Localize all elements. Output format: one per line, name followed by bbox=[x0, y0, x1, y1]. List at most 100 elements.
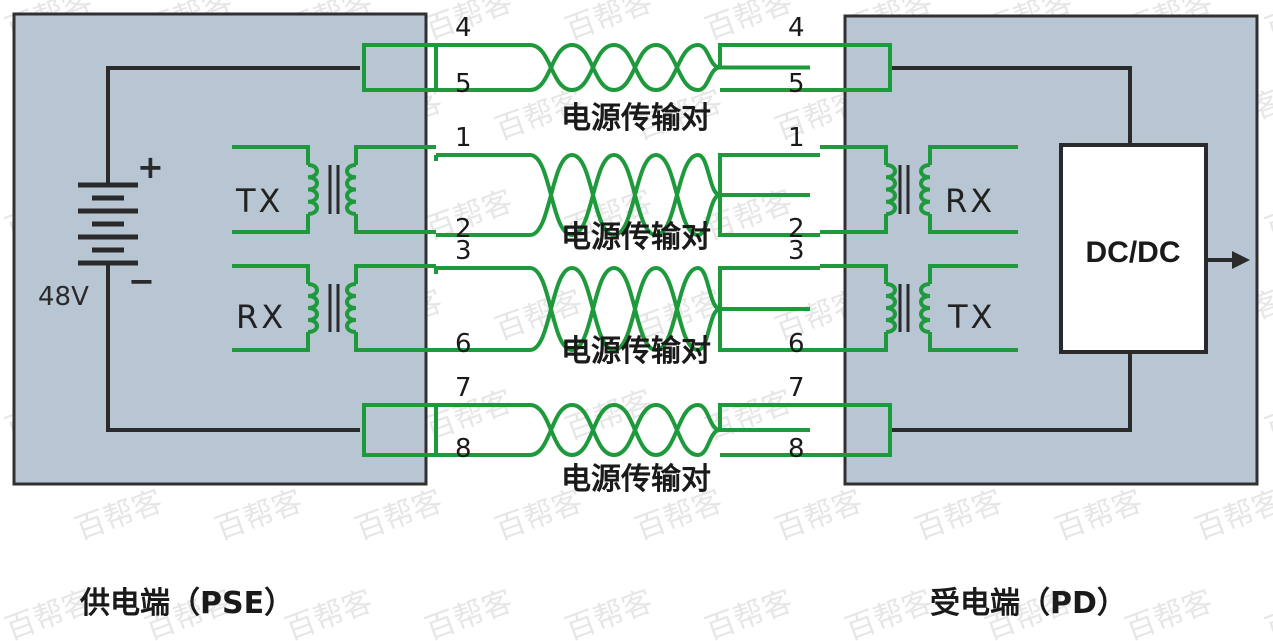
wire-stub bbox=[718, 195, 820, 237]
winding-lead bbox=[820, 214, 888, 234]
pd-pin-number: 4 bbox=[788, 13, 805, 43]
pd-pin-number: 5 bbox=[788, 69, 805, 99]
pse-pin-number: 8 bbox=[455, 434, 472, 464]
wire-stub bbox=[718, 153, 820, 195]
twisted-wire bbox=[436, 42, 810, 93]
watermark-text: 百帮客 bbox=[701, 384, 798, 448]
battery-voltage-label: 48V bbox=[38, 282, 89, 312]
twisted-wire bbox=[436, 402, 810, 458]
wire-stub bbox=[718, 309, 820, 352]
pd-center-tap-loop bbox=[718, 403, 892, 457]
pse-center-tap-loop bbox=[362, 43, 438, 92]
battery-symbol bbox=[78, 182, 138, 266]
watermark-text: 百帮客 bbox=[1261, 0, 1273, 48]
pd-pin-number: 1 bbox=[788, 123, 805, 153]
coil-winding bbox=[307, 163, 319, 216]
pse-pin-number: 7 bbox=[455, 373, 472, 403]
power-pair-label: 电源传输对 bbox=[561, 334, 711, 369]
coil-winding bbox=[345, 282, 357, 334]
transformer-symbol bbox=[820, 264, 1018, 352]
winding-lead bbox=[820, 264, 888, 284]
pse-caption: 供电端（PSE） bbox=[80, 586, 295, 621]
pse-pin-number: 2 bbox=[455, 214, 472, 244]
pd-tx-label: TX bbox=[947, 298, 995, 336]
pse-tx-label: TX bbox=[235, 182, 283, 220]
transformer-layer bbox=[232, 145, 1018, 352]
pd-rx-label: RX bbox=[945, 182, 995, 220]
wire-pair: 7 8 7 8 电源传输对 bbox=[362, 373, 892, 497]
coil-winding bbox=[885, 282, 897, 334]
watermark-text: 百帮客 bbox=[771, 484, 868, 548]
twisted-wire bbox=[436, 265, 810, 353]
battery-minus-sign: − bbox=[128, 262, 155, 300]
pse-pin-number: 1 bbox=[455, 123, 472, 153]
coil-winding bbox=[919, 163, 931, 216]
pse-pin-number: 3 bbox=[455, 236, 472, 266]
watermark-text: 百帮客 bbox=[701, 0, 798, 48]
dcdc-converter-box bbox=[1059, 143, 1208, 354]
transformer-symbol bbox=[232, 145, 436, 234]
winding-lead bbox=[354, 145, 436, 165]
watermark-text: 百帮客 bbox=[351, 484, 448, 548]
twisted-wire bbox=[436, 152, 810, 238]
watermark-text: 百帮客 bbox=[561, 0, 658, 48]
watermark-text: 百帮客 bbox=[1121, 584, 1218, 641]
twisted-wire bbox=[436, 402, 810, 458]
watermark-text: 百帮客 bbox=[561, 584, 658, 641]
winding-lead bbox=[820, 332, 888, 352]
pse-pin-number: 4 bbox=[455, 13, 472, 43]
power-pair-label: 电源传输对 bbox=[561, 220, 711, 255]
watermark-text: 百帮客 bbox=[1261, 384, 1273, 448]
watermark-text: 百帮客 bbox=[281, 584, 378, 641]
pse-pin-number: 6 bbox=[455, 329, 472, 359]
power-pair-label: 电源传输对 bbox=[561, 101, 711, 136]
pse-center-tap-loop bbox=[362, 403, 438, 457]
winding-lead bbox=[928, 145, 1018, 165]
dcdc-output-arrow-icon bbox=[1232, 251, 1250, 269]
watermark-text: 百帮客 bbox=[841, 584, 938, 641]
pse-panel bbox=[12, 12, 428, 486]
transformer-symbol bbox=[820, 145, 1018, 234]
watermark-text: 百帮客 bbox=[1261, 184, 1273, 248]
coil-winding bbox=[919, 282, 931, 334]
pd-power-circuit bbox=[892, 66, 1132, 432]
winding-lead bbox=[232, 332, 310, 352]
twisted-wire bbox=[436, 265, 810, 353]
wire-stub bbox=[718, 266, 820, 309]
transformer-symbol bbox=[232, 264, 436, 352]
watermark-text: 百帮客 bbox=[1051, 484, 1148, 548]
twisted-wire bbox=[436, 152, 810, 238]
watermark-text: 百帮客 bbox=[421, 584, 518, 641]
watermark-text: 百帮客 bbox=[1191, 484, 1273, 548]
watermark-text: 百帮客 bbox=[911, 484, 1008, 548]
dcdc-converter-label: DC/DC bbox=[1086, 236, 1181, 269]
winding-lead bbox=[928, 264, 1018, 284]
coil-winding bbox=[307, 282, 319, 334]
coil-winding bbox=[345, 163, 357, 216]
winding-lead bbox=[354, 332, 436, 352]
winding-lead bbox=[354, 264, 436, 284]
winding-lead bbox=[232, 264, 310, 284]
pd-pin-number: 2 bbox=[788, 214, 805, 244]
watermark-text: 百帮客 bbox=[71, 484, 168, 548]
winding-lead bbox=[928, 214, 1018, 234]
coil-winding bbox=[885, 163, 897, 216]
winding-lead bbox=[820, 145, 888, 165]
pd-pin-number: 7 bbox=[788, 373, 805, 403]
battery-plus-sign: + bbox=[137, 148, 164, 186]
winding-lead bbox=[232, 214, 310, 234]
pd-pin-number: 8 bbox=[788, 434, 805, 464]
winding-lead bbox=[354, 214, 436, 234]
power-pair-label: 电源传输对 bbox=[561, 462, 711, 497]
pse-rx-label: RX bbox=[236, 298, 286, 336]
watermark-text: 百帮客 bbox=[1261, 584, 1273, 641]
pd-pin-number: 3 bbox=[788, 236, 805, 266]
watermark-text: 百帮客 bbox=[211, 484, 308, 548]
pse-power-circuit bbox=[106, 66, 360, 432]
winding-lead bbox=[928, 332, 1018, 352]
pd-center-tap-loop bbox=[718, 43, 892, 92]
